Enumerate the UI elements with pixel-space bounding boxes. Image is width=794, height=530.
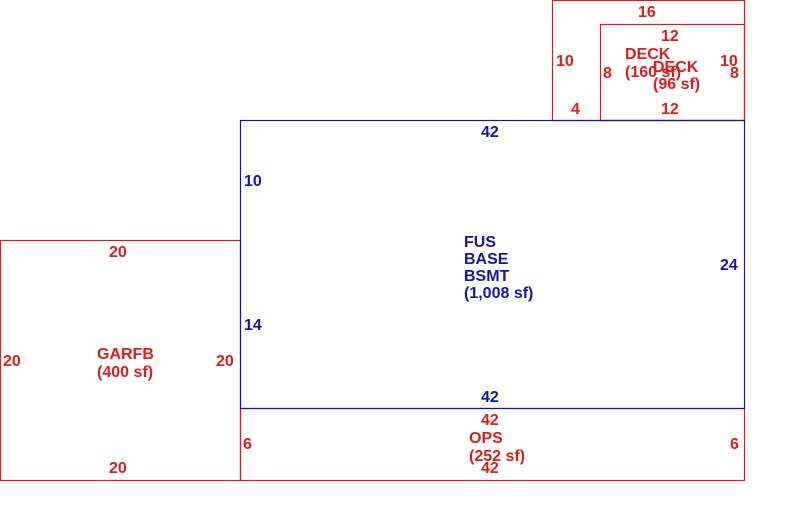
deck-small-dim-left: 8 (603, 65, 612, 82)
deck-large-label: DECK (625, 46, 671, 63)
ops-dim-left: 6 (243, 436, 252, 453)
garfb-label: GARFB (97, 346, 154, 363)
garfb-dim-left: 20 (3, 353, 21, 370)
deck-large-dim-top: 16 (638, 4, 656, 21)
fus-label-line1: FUS (464, 234, 496, 251)
deck-large-dim-right: 10 (720, 53, 738, 70)
fus-base-outline (239, 119, 746, 410)
garfb-area: (400 sf) (97, 364, 153, 381)
fus-dim-left-upper: 10 (244, 173, 262, 190)
garfb-dim-top: 20 (109, 244, 127, 261)
deck-small-label: DECK (653, 59, 699, 76)
fus-dim-bottom: 42 (481, 389, 499, 406)
fus-area: (1,008 sf) (464, 285, 533, 302)
fus-dim-left-lower: 14 (244, 317, 262, 334)
garfb-dim-right: 20 (216, 353, 234, 370)
ops-dim-top: 42 (481, 412, 499, 429)
fus-dim-top: 42 (481, 124, 499, 141)
deck-large-dim-left: 10 (556, 53, 574, 70)
garfb-dim-bottom: 20 (109, 460, 127, 477)
deck-large-area: (160 sf) (625, 64, 681, 81)
deck-small-dim-top: 12 (661, 28, 679, 45)
ops-dim-bottom: 42 (481, 460, 499, 477)
deck-large-dim-bottom-left: 4 (571, 101, 580, 118)
ops-label: OPS (469, 430, 503, 447)
deck-small-area: (96 sf) (653, 76, 700, 93)
fus-dim-right: 24 (720, 257, 738, 274)
fus-label-line3: BSMT (464, 268, 510, 285)
ops-area: (252 sf) (469, 448, 525, 465)
ops-dim-right: 6 (730, 436, 739, 453)
deck-small-dim-bottom: 12 (661, 101, 679, 118)
fus-label-line2: BASE (464, 251, 509, 268)
deck-small-dim-right: 8 (730, 65, 739, 82)
